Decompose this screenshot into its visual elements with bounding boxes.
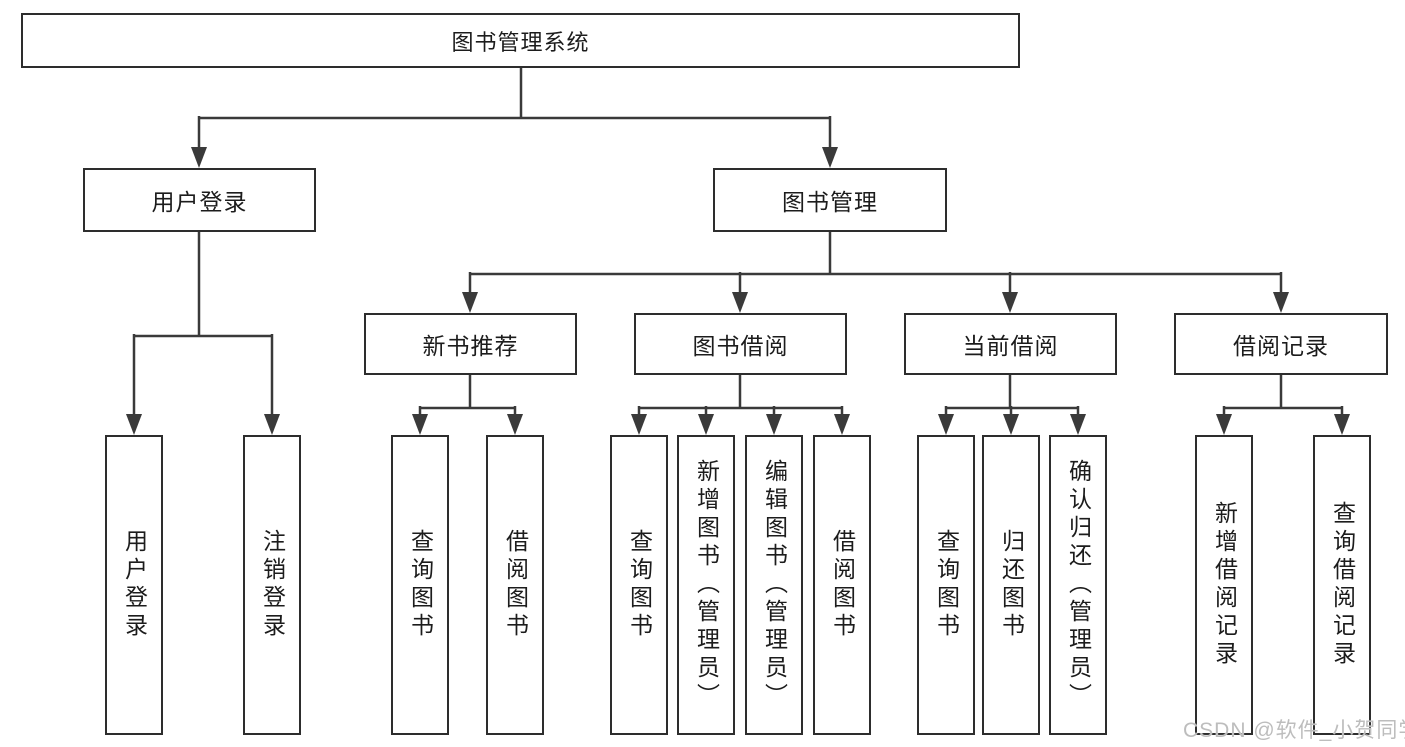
- arrowhead: [698, 414, 714, 435]
- node-borrow-books: 借阅图书: [813, 435, 871, 735]
- node-label: 编辑图书（管理员）: [761, 459, 788, 711]
- connector-book-management-to-level3: [468, 232, 1283, 295]
- connector-borrow-record-to-children: [1222, 375, 1344, 419]
- node-query-books-recommend: 查询图书: [391, 435, 449, 735]
- node-new-book-recommend: 新书推荐: [364, 313, 577, 375]
- connector-user-login-to-children: [132, 232, 274, 417]
- node-label: 新增图书（管理员）: [693, 459, 720, 711]
- node-borrow-record: 借阅记录: [1174, 313, 1388, 375]
- node-label: 用户登录: [121, 529, 148, 641]
- arrowhead: [462, 292, 478, 313]
- node-confirm-return-admin: 确认归还（管理员）: [1049, 435, 1107, 735]
- node-label: 借阅图书: [502, 529, 529, 641]
- node-label: 图书管理系统: [451, 29, 590, 55]
- node-logout: 注销登录: [243, 435, 301, 735]
- arrowhead: [1273, 292, 1289, 313]
- connector-root-to-level2: [197, 68, 832, 150]
- arrowhead: [264, 414, 280, 435]
- arrowhead: [126, 414, 142, 435]
- arrowhead: [1002, 292, 1018, 313]
- node-user-login-leaf: 用户登录: [105, 435, 163, 735]
- node-label: 查询图书: [407, 529, 434, 641]
- arrowhead: [191, 147, 207, 168]
- arrowhead: [507, 414, 523, 435]
- csdn-watermark: CSDN @软件_小贺同学: [1183, 719, 1405, 742]
- connector-current-borrow-to-children: [944, 375, 1080, 419]
- connector-book-borrow-to-children: [637, 375, 844, 419]
- node-book-borrow: 图书借阅: [634, 313, 847, 375]
- arrowhead: [631, 414, 647, 435]
- node-label: 新增借阅记录: [1211, 501, 1238, 669]
- arrowhead: [938, 414, 954, 435]
- arrowhead: [1334, 414, 1350, 435]
- node-label: 图书借阅: [692, 333, 789, 359]
- node-label: 查询借阅记录: [1329, 501, 1356, 669]
- node-return-books: 归还图书: [982, 435, 1040, 735]
- node-label: 注销登录: [259, 529, 286, 641]
- node-label: 借阅图书: [829, 529, 856, 641]
- arrowhead: [766, 414, 782, 435]
- node-label: 确认归还（管理员）: [1065, 459, 1092, 711]
- node-label: 查询图书: [626, 529, 653, 641]
- arrowhead: [732, 292, 748, 313]
- node-add-books-admin: 新增图书（管理员）: [677, 435, 735, 735]
- node-book-management: 图书管理: [713, 168, 947, 232]
- node-label: 归还图书: [998, 529, 1025, 641]
- node-borrow-books-recommend: 借阅图书: [486, 435, 544, 735]
- node-label: 借阅记录: [1233, 333, 1329, 359]
- connector-new-book-recommend-to-children: [418, 375, 517, 419]
- node-label: 用户登录: [151, 189, 248, 215]
- arrowheads: [126, 147, 1350, 435]
- node-label: 新书推荐: [422, 333, 519, 359]
- node-user-login: 用户登录: [83, 168, 316, 232]
- node-label: 当前借阅: [962, 333, 1059, 359]
- arrowhead: [1070, 414, 1086, 435]
- node-query-books-borrow: 查询图书: [610, 435, 668, 735]
- arrowhead: [822, 147, 838, 168]
- arrowhead: [834, 414, 850, 435]
- node-add-borrow-record: 新增借阅记录: [1195, 435, 1253, 735]
- node-edit-books-admin: 编辑图书（管理员）: [745, 435, 803, 735]
- arrowhead: [412, 414, 428, 435]
- node-current-borrow: 当前借阅: [904, 313, 1117, 375]
- node-label: 图书管理: [782, 189, 878, 215]
- node-query-borrow-record: 查询借阅记录: [1313, 435, 1371, 735]
- node-label: 查询图书: [933, 529, 960, 641]
- node-library-management-system: 图书管理系统: [21, 13, 1020, 68]
- arrowhead: [1003, 414, 1019, 435]
- arrowhead: [1216, 414, 1232, 435]
- node-query-books-current: 查询图书: [917, 435, 975, 735]
